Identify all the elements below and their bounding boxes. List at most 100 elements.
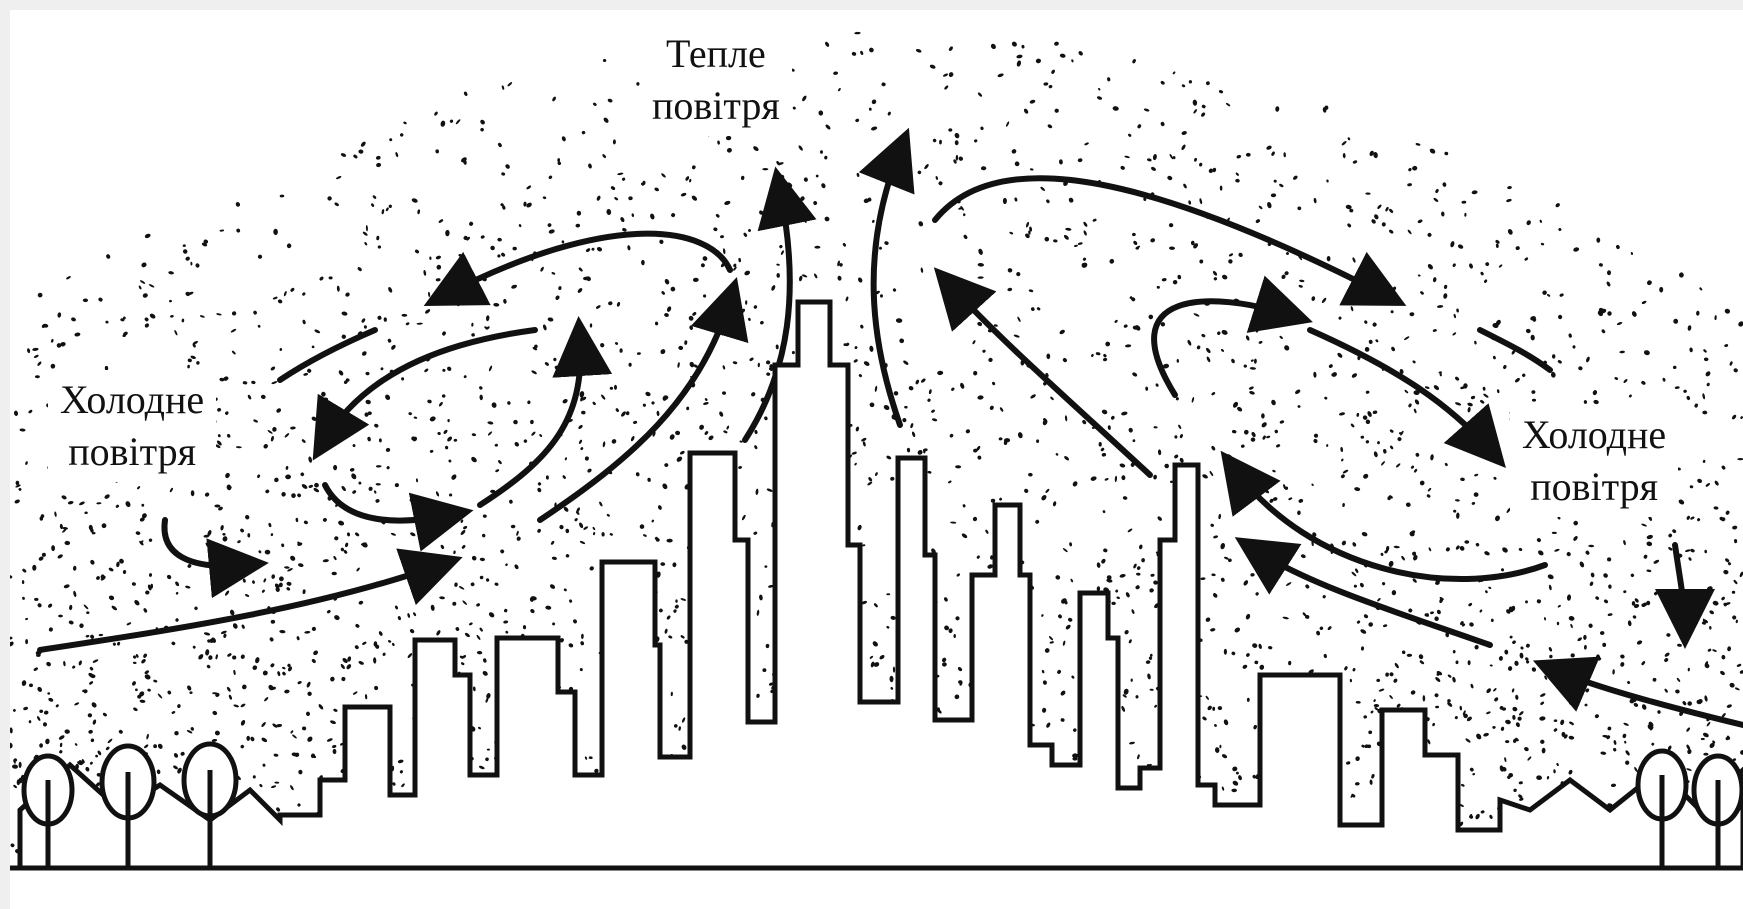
stipple-dot bbox=[91, 701, 98, 708]
stipple-dot bbox=[874, 472, 878, 477]
stipple-dot bbox=[376, 483, 381, 486]
stipple-dot bbox=[1600, 751, 1606, 755]
stipple-dot bbox=[565, 528, 569, 533]
stipple-dot bbox=[961, 533, 968, 540]
stipple-dot bbox=[1250, 573, 1255, 577]
stipple-dot bbox=[142, 653, 147, 659]
stipple-dot bbox=[83, 298, 88, 302]
stipple-dot bbox=[1507, 228, 1514, 235]
stipple-dot bbox=[1443, 293, 1448, 299]
stipple-dot bbox=[1244, 470, 1249, 475]
stipple-dot bbox=[1468, 602, 1473, 607]
stipple-dot bbox=[798, 275, 803, 281]
stipple-dot bbox=[1323, 654, 1327, 659]
stipple-dot bbox=[289, 555, 296, 562]
stipple-dot bbox=[1419, 290, 1424, 295]
stipple-dot bbox=[671, 692, 674, 697]
stipple-dot bbox=[679, 450, 685, 455]
stipple-dot bbox=[435, 491, 439, 497]
stipple-dot bbox=[1515, 695, 1519, 701]
stipple-dot bbox=[939, 140, 942, 145]
stipple-dot bbox=[879, 654, 886, 660]
stipple-dot bbox=[1659, 287, 1663, 293]
stipple-dot bbox=[955, 615, 961, 621]
stipple-dot bbox=[642, 403, 646, 407]
stipple-dot bbox=[180, 751, 185, 756]
stipple-dot bbox=[1623, 590, 1627, 594]
stipple-dot bbox=[1141, 558, 1145, 562]
stipple-dot bbox=[928, 389, 932, 394]
stipple-dot bbox=[1110, 415, 1115, 420]
stipple-dot bbox=[132, 707, 138, 712]
stipple-dot bbox=[1271, 193, 1277, 197]
stipple-dot bbox=[1243, 364, 1247, 368]
stipple-dot bbox=[1426, 494, 1431, 499]
stipple-dot bbox=[282, 666, 286, 669]
stipple-dot bbox=[27, 348, 31, 354]
stipple-dot bbox=[804, 177, 809, 182]
stipple-dot bbox=[1139, 544, 1144, 550]
stipple-dot bbox=[1606, 281, 1611, 287]
stipple-dot bbox=[1568, 735, 1574, 740]
stipple-dot bbox=[1164, 463, 1170, 469]
stipple-dot bbox=[186, 685, 192, 692]
stipple-dot bbox=[463, 91, 468, 97]
stipple-dot bbox=[1731, 414, 1737, 420]
stipple-dot bbox=[362, 231, 368, 237]
stipple-dot bbox=[10, 641, 15, 648]
stipple-dot bbox=[167, 690, 172, 695]
stipple-dot bbox=[1373, 699, 1376, 703]
cold-air-label-left: Холодне повітря bbox=[48, 370, 216, 482]
stipple-dot bbox=[1169, 223, 1174, 228]
stipple-dot bbox=[1653, 591, 1658, 596]
stipple-dot bbox=[981, 166, 987, 170]
stipple-dot bbox=[1241, 444, 1246, 448]
stipple-dot bbox=[1048, 636, 1053, 641]
stipple-dot bbox=[1172, 279, 1178, 285]
stipple-dot bbox=[488, 365, 493, 372]
stipple-dot bbox=[25, 639, 28, 644]
stipple-dot bbox=[58, 734, 65, 740]
stipple-dot bbox=[408, 412, 412, 416]
stipple-dot bbox=[516, 536, 522, 542]
stipple-dot bbox=[1532, 399, 1536, 402]
stipple-dot bbox=[858, 373, 862, 377]
stipple-dot bbox=[438, 294, 443, 298]
stipple-dot bbox=[233, 670, 236, 675]
warm-air-label: Тепле повітря bbox=[640, 24, 792, 136]
stipple-dot bbox=[358, 600, 364, 605]
stipple-dot bbox=[738, 466, 742, 470]
stipple-dot bbox=[1457, 244, 1464, 250]
stipple-dot bbox=[74, 743, 78, 747]
stipple-dot bbox=[1511, 688, 1514, 693]
stipple-dot bbox=[385, 447, 390, 452]
stipple-dot bbox=[406, 559, 411, 562]
stipple-dot bbox=[1328, 363, 1333, 368]
stipple-dot bbox=[306, 681, 312, 688]
stipple-dot bbox=[1041, 670, 1044, 674]
stipple-dot bbox=[762, 668, 766, 672]
stipple-dot bbox=[230, 328, 236, 333]
stipple-dot bbox=[1210, 523, 1215, 527]
stipple-dot bbox=[1266, 201, 1272, 208]
stipple-dot bbox=[1512, 715, 1516, 720]
stipple-dot bbox=[943, 73, 949, 77]
stipple-dot bbox=[273, 753, 278, 757]
stipple-dot bbox=[1512, 706, 1518, 712]
stipple-dot bbox=[455, 119, 461, 125]
stipple-dot bbox=[1255, 218, 1261, 223]
stipple-dot bbox=[1102, 510, 1106, 514]
stipple-dot bbox=[1705, 482, 1711, 487]
stipple-dot bbox=[333, 555, 337, 560]
stipple-dot bbox=[1121, 475, 1125, 480]
stipple-dot bbox=[1468, 263, 1473, 269]
stipple-dot bbox=[1275, 106, 1279, 112]
stipple-dot bbox=[263, 443, 269, 449]
stipple-dot bbox=[1558, 314, 1563, 319]
stipple-dot bbox=[878, 246, 882, 250]
stipple-dot bbox=[442, 368, 446, 372]
stipple-dot bbox=[537, 487, 542, 493]
stipple-dot bbox=[344, 542, 348, 547]
stipple-dot bbox=[373, 657, 377, 664]
stipple-dot bbox=[277, 671, 281, 677]
